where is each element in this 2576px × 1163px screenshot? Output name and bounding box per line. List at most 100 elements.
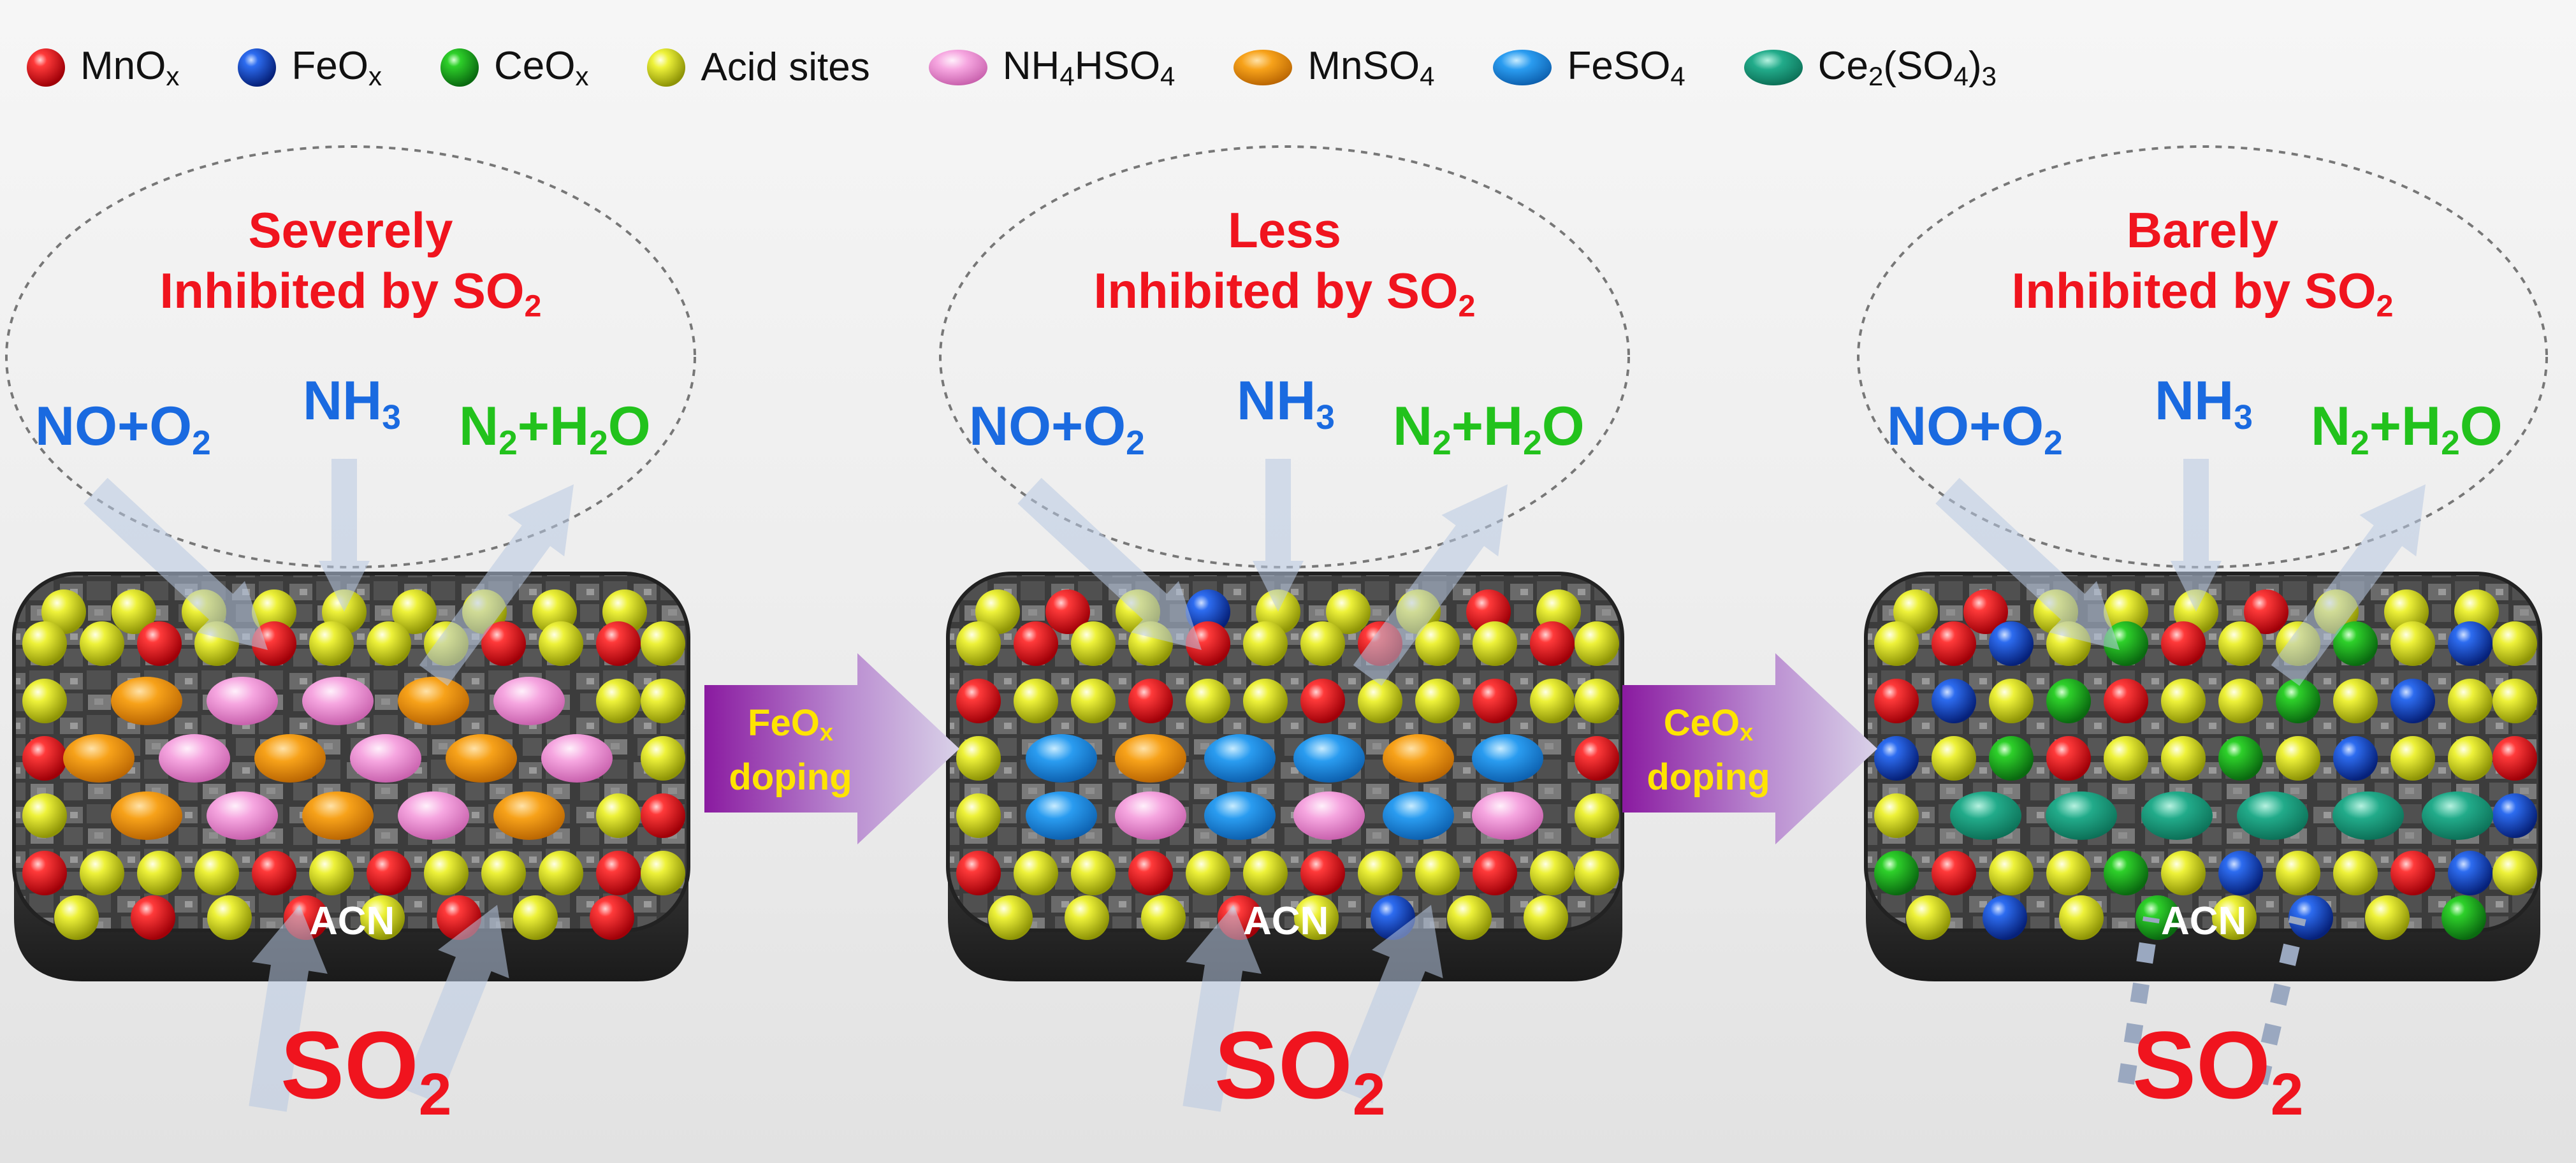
- reaction-zone-outline: [5, 145, 696, 568]
- sulfate-particle: [1472, 734, 1543, 783]
- site-particle: [2218, 851, 2263, 895]
- site-particle: [1294, 895, 1339, 940]
- gas-label-nh3: NH3: [303, 370, 401, 437]
- site-particle: [1530, 679, 1575, 723]
- site-particle: [1300, 621, 1345, 666]
- gas-label-nh3: NH3: [1237, 370, 1335, 437]
- site-particle: [252, 621, 296, 666]
- reaction-zone-outline: [939, 145, 1630, 568]
- gas-label-nh3: NH3: [2155, 370, 2253, 437]
- legend-swatch-ce2so43: [1743, 49, 1803, 85]
- site-particle: [596, 793, 641, 838]
- site-particle: [2492, 793, 2537, 838]
- nh3-flow-arrow: [319, 459, 370, 612]
- sulfate-particle: [1026, 791, 1097, 840]
- site-particle: [2218, 736, 2263, 781]
- site-particle: [1045, 589, 1090, 634]
- sulfate-particle: [159, 734, 230, 783]
- site-particle: [2046, 851, 2091, 895]
- gas-label-no-o2: NO+O2: [969, 396, 1145, 462]
- legend-item-feso4: FeSO4: [1492, 11, 1685, 123]
- so2-flow-arrow: [403, 904, 509, 1104]
- site-particle: [1358, 679, 1402, 723]
- panel-title-line2: Inhibited by SO2: [159, 263, 542, 324]
- product-flow-arrow: [419, 484, 574, 686]
- site-particle: [1473, 679, 1517, 723]
- site-particle: [539, 851, 583, 895]
- site-particle: [2161, 621, 2206, 666]
- site-particle: [2161, 736, 2206, 781]
- sulfate-particle: [302, 677, 374, 725]
- panel-title-line1: Barely: [2126, 202, 2279, 258]
- site-particle: [1014, 621, 1058, 666]
- sulfate-particle: [493, 677, 565, 725]
- site-particle: [1989, 851, 2034, 895]
- panel-title-line2: Inhibited by SO2: [1093, 263, 1476, 324]
- legend-item-acid: Acid sites: [646, 11, 870, 123]
- product-flow-arrow: [1353, 484, 1508, 686]
- legend-swatch-mnox: [27, 48, 65, 87]
- site-particle: [1071, 679, 1116, 723]
- nh3-flow-arrow: [2171, 459, 2222, 612]
- site-particle: [22, 793, 67, 838]
- legend-label-nh4hso4: NH4HSO4: [1002, 43, 1175, 91]
- site-particle: [2441, 895, 2486, 940]
- site-particle: [641, 736, 685, 781]
- site-particle: [2276, 851, 2320, 895]
- site-particle: [2104, 736, 2148, 781]
- site-particle: [1874, 851, 1919, 895]
- sulfate-particle: [2332, 791, 2404, 840]
- legend-item-ceox: CeOx: [439, 11, 588, 123]
- site-particle: [481, 851, 526, 895]
- site-particle: [956, 621, 1001, 666]
- gas-label-no-o2: NO+O2: [1887, 396, 2063, 462]
- site-particle: [2104, 589, 2148, 634]
- site-particle: [2492, 679, 2537, 723]
- legend-swatch-mnso4: [1233, 49, 1293, 85]
- gas-label-so2: SO2: [280, 1011, 452, 1128]
- site-particle: [2390, 679, 2435, 723]
- sulfate-particle: [302, 791, 374, 840]
- legend-swatch-feox: [238, 48, 277, 87]
- site-particle: [1186, 621, 1230, 666]
- gas-label-so2: SO2: [2132, 1011, 2304, 1128]
- site-particle: [2448, 736, 2492, 781]
- sulfate-particle: [111, 791, 182, 840]
- sulfate-particle: [1383, 791, 1454, 840]
- panel-1: [5, 145, 696, 1112]
- sulfate-particle: [254, 734, 326, 783]
- sulfate-particle: [350, 734, 421, 783]
- support-label: ACN: [2161, 899, 2247, 943]
- site-particle: [309, 851, 354, 895]
- site-particle: [1243, 679, 1288, 723]
- site-particle: [1473, 621, 1517, 666]
- site-particle: [2161, 679, 2206, 723]
- site-particle: [80, 621, 124, 666]
- sulfate-particle: [493, 791, 565, 840]
- sulfate-particle: [1115, 791, 1186, 840]
- site-particle: [1874, 679, 1919, 723]
- site-particle: [1128, 851, 1173, 895]
- site-particle: [1963, 589, 2008, 634]
- site-particle: [1071, 851, 1116, 895]
- site-particle: [1415, 851, 1460, 895]
- site-particle: [1071, 621, 1116, 666]
- sulfate-particle: [111, 677, 182, 725]
- panel-3: [1857, 145, 2548, 1085]
- legend-item-nh4hso4: NH4HSO4: [928, 11, 1175, 123]
- site-particle: [1874, 736, 1919, 781]
- site-particle: [1932, 621, 1976, 666]
- site-particle: [956, 851, 1001, 895]
- site-particle: [956, 679, 1001, 723]
- site-particle: [2046, 679, 2091, 723]
- site-particle: [2289, 895, 2333, 940]
- site-particle: [641, 851, 685, 895]
- site-particle: [309, 621, 354, 666]
- site-particle: [1141, 895, 1186, 940]
- site-particle: [596, 621, 641, 666]
- site-particle: [1447, 895, 1492, 940]
- site-particle: [641, 793, 685, 838]
- site-particle: [2212, 895, 2257, 940]
